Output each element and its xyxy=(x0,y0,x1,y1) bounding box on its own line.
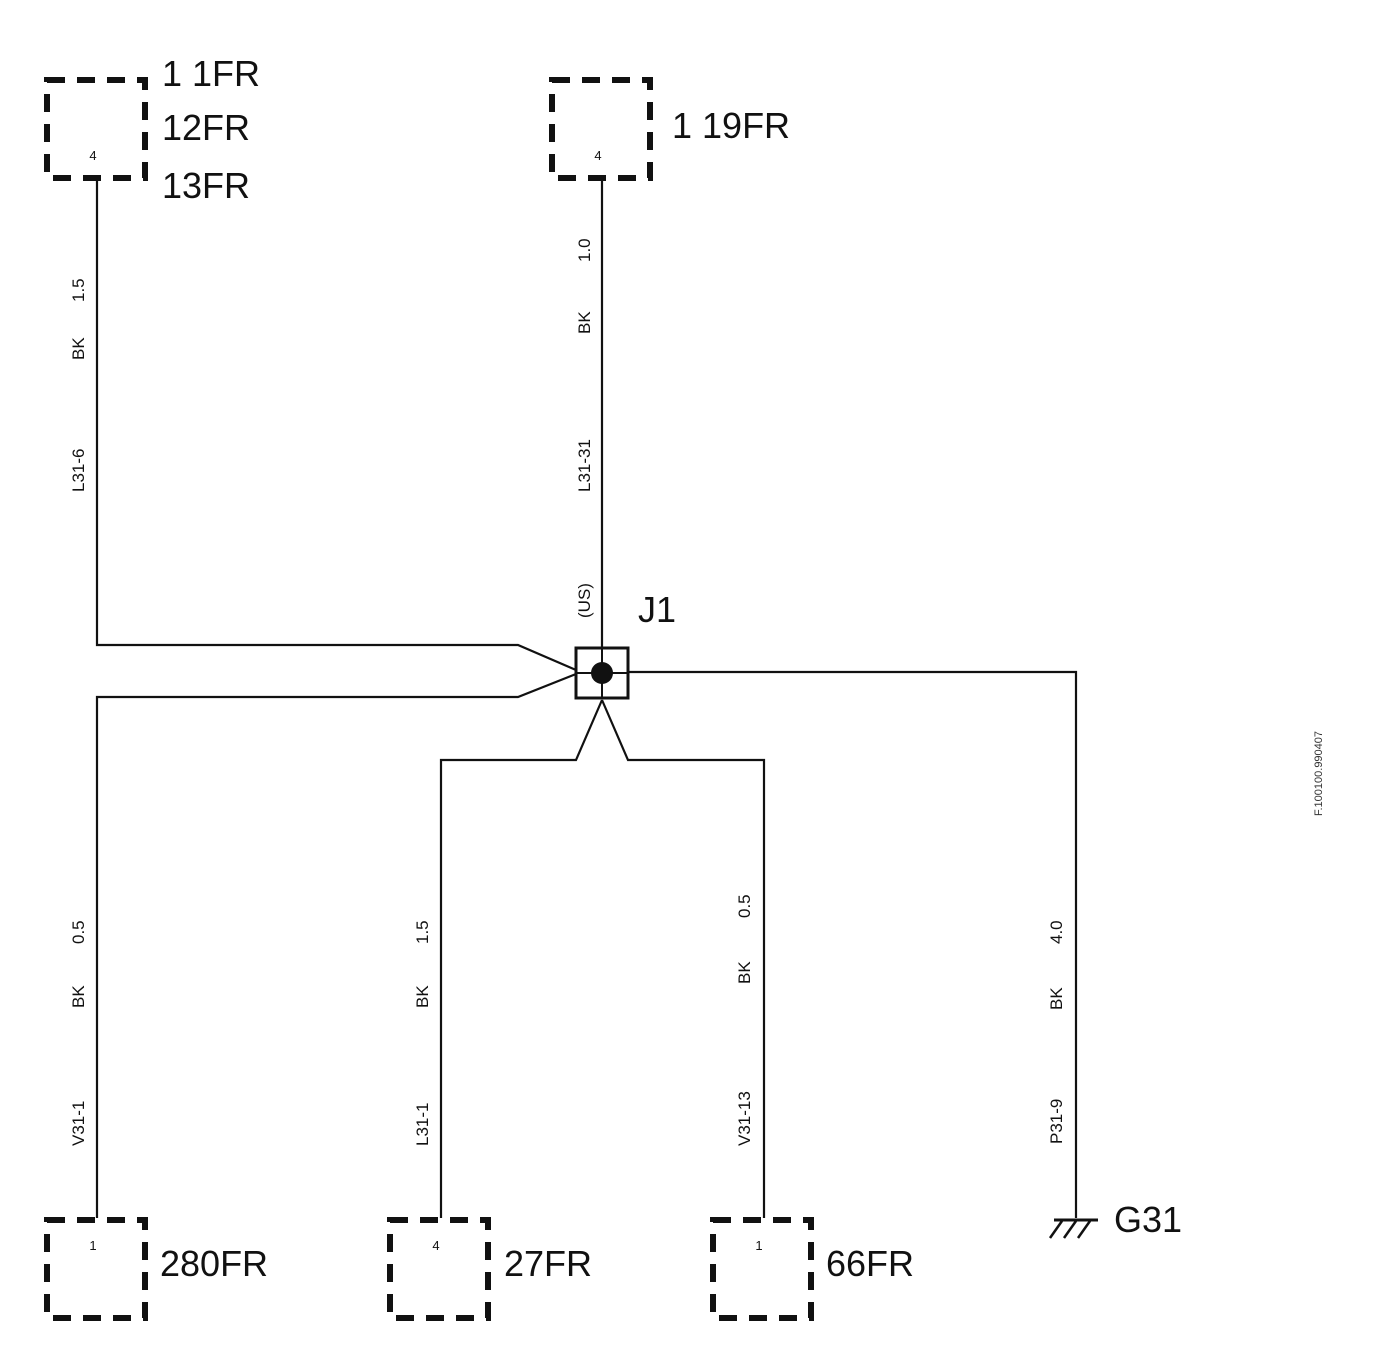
wire-size-p31-9: 4.0 xyxy=(1047,920,1066,944)
wire-size-v31-1: 0.5 xyxy=(69,920,88,944)
pin-number-27fr: 4 xyxy=(432,1238,439,1253)
ground-symbol xyxy=(1048,1218,1098,1239)
wire-id-v31-13: V31-13 xyxy=(735,1091,754,1146)
splice-j1-dot xyxy=(591,662,613,684)
figure-id: F.100100.990407 xyxy=(1313,731,1325,816)
pin-number-280fr: 1 xyxy=(89,1238,96,1253)
wire-color-l31-6: BK xyxy=(69,337,88,360)
wire-color-l31-1: BK xyxy=(413,985,432,1008)
wire-l31-1 xyxy=(439,699,604,1218)
wire-p31-9 xyxy=(628,670,1078,1218)
wire-color-p31-9: BK xyxy=(1047,987,1066,1010)
connector-box-27fr xyxy=(387,1217,491,1321)
wire-v31-1 xyxy=(95,672,577,1218)
wire-id-p31-9: P31-9 xyxy=(1047,1099,1066,1144)
connector-label-13fr: 13FR xyxy=(162,165,250,206)
wire-color-v31-1: BK xyxy=(69,985,88,1008)
pin-number-66fr: 1 xyxy=(755,1238,762,1253)
wire-size-l31-1: 1.5 xyxy=(413,920,432,944)
wire-v31-13 xyxy=(600,699,766,1218)
connector-label-119fr: 1 19FR xyxy=(672,105,790,146)
wire-id-l31-6: L31-6 xyxy=(69,449,88,492)
wire-id-v31-1: V31-1 xyxy=(69,1101,88,1146)
wire-id-l31-1: L31-1 xyxy=(413,1103,432,1146)
wire-size-v31-13: 0.5 xyxy=(735,894,754,918)
wire-l31-6 xyxy=(95,180,577,672)
ground-label: G31 xyxy=(1114,1199,1182,1240)
connector-label-27fr: 27FR xyxy=(504,1243,592,1284)
wire-size-l31-31: 1.0 xyxy=(575,238,594,262)
connector-label-12fr: 12FR xyxy=(162,107,250,148)
wire-color-l31-31: BK xyxy=(575,311,594,334)
wire-size-l31-6: 1.5 xyxy=(69,278,88,302)
pin-number-top-left: 4 xyxy=(89,148,96,163)
wire-color-v31-13: BK xyxy=(735,961,754,984)
splice-label: J1 xyxy=(638,589,676,630)
connector-box-11fr xyxy=(44,77,148,181)
connector-box-280fr xyxy=(44,1217,148,1321)
connector-label-11fr: 1 1FR xyxy=(162,53,260,94)
wire-id-l31-31: L31-31 xyxy=(575,439,594,492)
pin-number-top-mid: 4 xyxy=(594,148,601,163)
connector-box-66fr xyxy=(710,1217,814,1321)
splice-note: (US) xyxy=(575,583,594,618)
connector-box-119fr xyxy=(549,77,653,181)
connector-label-66fr: 66FR xyxy=(826,1243,914,1284)
connector-label-280fr: 280FR xyxy=(160,1243,268,1284)
